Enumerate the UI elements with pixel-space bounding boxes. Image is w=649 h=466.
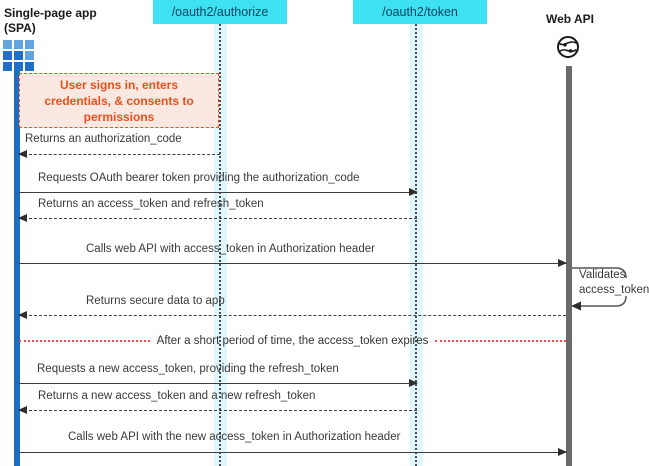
webapi-lifeline-bar [566,66,572,466]
message-label: Requests OAuth bearer token providing th… [38,172,360,184]
token-lifeline [415,24,417,466]
message-arrow [19,187,418,196]
message-label: Requests a new access_token, providing t… [37,363,339,375]
webapi-actor-title: Web API [545,12,594,26]
divider-text: After a short period of time, the access… [156,334,429,347]
message-arrow [18,213,417,222]
token-expiry-divider: After a short period of time, the access… [19,333,567,348]
authorize-lifeline [219,24,221,466]
message-label: Returns a new access_token and a new ref… [38,390,316,402]
user-signin-note: User signs in, enters credentials, & con… [19,73,219,128]
message-label: Returns an access_token and refresh_toke… [38,198,264,210]
message-label: Calls web API with access_token in Autho… [86,243,375,255]
validate-label-line2: access_token [579,284,649,296]
message-label: Calls web API with the new access_token … [68,431,401,443]
validate-token-label: Validates access_token [579,268,649,298]
spa-lifeline-bar [14,67,20,466]
validate-self-loop-arrow [571,267,627,311]
token-endpoint-box: /oauth2/token [353,0,487,24]
message-label: Returns an authorization_code [25,133,182,145]
message-label: Returns secure data to app [86,295,225,307]
divider-dotted-line [435,339,567,342]
divider-dotted-line [19,339,150,342]
message-arrow [18,405,417,414]
app-grid-icon [3,40,34,71]
message-arrow [19,447,567,456]
message-arrow [19,258,567,267]
message-arrow [18,149,220,158]
message-arrow [19,378,418,387]
spa-title-line2: (SPA) [4,21,36,35]
message-arrow [18,310,566,319]
spa-actor-title: Single-page app (SPA) [4,6,97,36]
globe-icon [557,36,579,58]
spa-title-line1: Single-page app [4,6,97,20]
authorize-endpoint-box: /oauth2/authorize [153,0,287,24]
validate-label-line1: Validates [579,269,626,281]
